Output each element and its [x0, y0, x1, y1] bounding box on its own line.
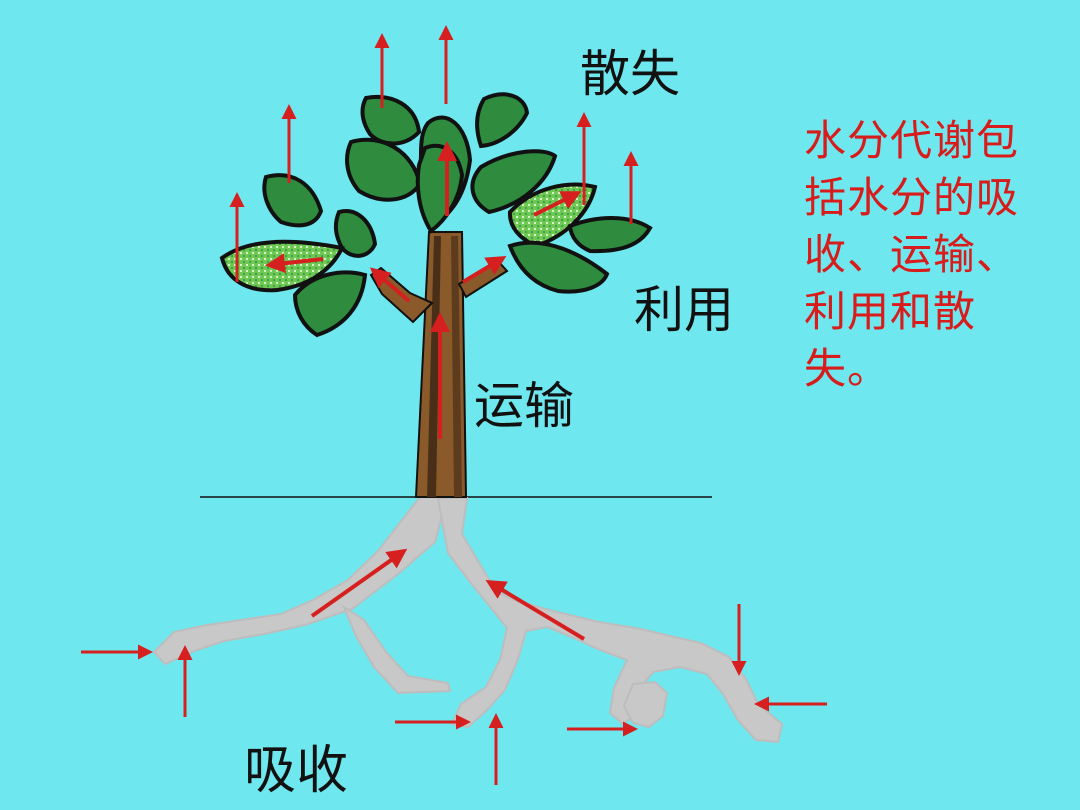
arrow-icon — [485, 579, 586, 641]
leaf-icon — [345, 137, 423, 202]
leaf-icon — [567, 216, 653, 254]
arrow-icon — [533, 191, 582, 217]
center-root-main — [436, 497, 784, 744]
dissipation-arrows — [229, 25, 639, 282]
arrow-icon — [461, 255, 507, 284]
dissipation-label: 散失 — [580, 45, 680, 103]
leaf-icon — [470, 149, 558, 215]
absorption-arrows — [81, 548, 827, 785]
arrow-icon — [310, 548, 408, 618]
utilization-label: 利用 — [634, 281, 734, 339]
leaf-icon — [507, 240, 610, 294]
leaf-cluster — [219, 92, 653, 338]
leaf-icon — [292, 270, 368, 338]
leaf-icon — [333, 209, 378, 258]
leaf-icon — [360, 94, 422, 146]
arrow-icon — [369, 267, 411, 303]
transport-label: 运输 — [474, 377, 574, 435]
arrow-icon — [265, 253, 324, 274]
absorption-label: 吸收 — [244, 741, 349, 801]
leaf-icon — [262, 173, 324, 228]
leaf-icon — [415, 143, 465, 234]
trunk-shadow-left — [427, 236, 441, 497]
leaf-icon — [475, 92, 530, 149]
left-root-branch — [341, 604, 452, 695]
tree-icon — [369, 231, 509, 498]
transport-arrows — [265, 141, 582, 439]
water-metabolism-caption: 水分代谢包括水分的吸收、运输、利用和散失。 — [804, 116, 1020, 393]
root-system-icon — [152, 496, 784, 744]
left-root-main — [152, 496, 449, 666]
trunk-shadow-right — [451, 236, 462, 497]
right-root-knob — [622, 680, 669, 729]
